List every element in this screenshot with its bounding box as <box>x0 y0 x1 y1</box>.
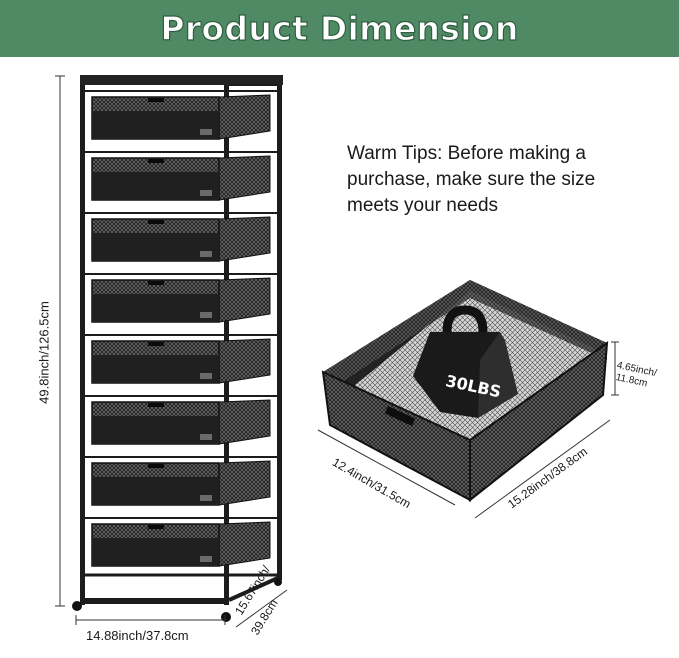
drawer-handle <box>148 342 164 346</box>
cart-width-label: 14.88inch/37.8cm <box>86 628 189 643</box>
wheel <box>274 578 282 586</box>
cart-drawer <box>85 395 277 445</box>
drawer-right-wall <box>469 340 609 503</box>
drawer-handle <box>148 159 164 163</box>
cart-drawer <box>85 273 277 323</box>
drawer-depth-dimension <box>474 419 611 519</box>
drawer-handle <box>148 98 164 102</box>
drawer-height-dimension <box>611 341 619 396</box>
cart-drawer <box>85 212 277 262</box>
cart-drawer <box>85 517 277 567</box>
warm-tips-text: Warm Tips: Before making a purchase, mak… <box>347 143 596 216</box>
cart-drawer <box>85 151 277 201</box>
drawer-handle <box>148 220 164 224</box>
drawer-handle <box>148 464 164 468</box>
drawer-width-dimension <box>317 429 456 506</box>
cart-drawer <box>85 456 277 506</box>
cart-post-front-left <box>80 85 85 605</box>
cart-width-dimension <box>75 615 226 625</box>
cart-top-panel <box>80 75 283 85</box>
cart-height-label: 49.8inch/126.5cm <box>36 301 52 404</box>
page-title: Product Dimension <box>160 8 519 48</box>
drawer-handle <box>148 525 164 529</box>
title-banner: Product Dimension <box>0 0 679 57</box>
wheel <box>72 601 82 611</box>
storage-cart <box>72 75 283 622</box>
drawer-handle <box>148 281 164 285</box>
cart-height-dimension <box>55 75 65 607</box>
drawer-handle <box>148 403 164 407</box>
drawer-closeup: 30LBS <box>321 280 609 503</box>
weight-icon <box>413 305 518 418</box>
cart-drawer <box>85 334 277 384</box>
cart-bottom-frame <box>80 598 229 604</box>
cart-post-back-right <box>277 85 282 580</box>
cart-drawer <box>85 90 277 140</box>
cart-depth-dimension <box>235 589 288 628</box>
